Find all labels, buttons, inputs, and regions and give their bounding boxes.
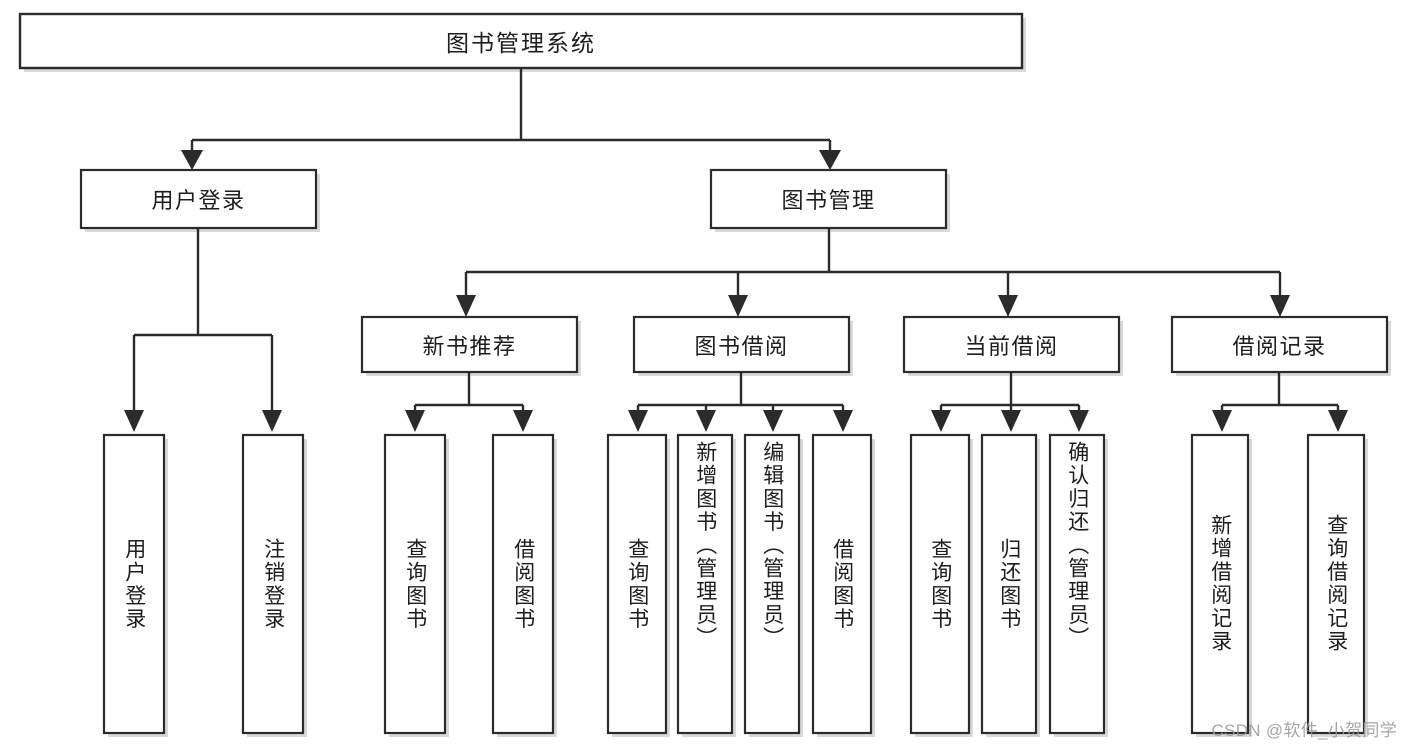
leaf-box[interactable]	[909, 433, 971, 735]
leaf-box[interactable]	[102, 433, 166, 735]
arrowhead-nbr-2	[513, 410, 533, 432]
arrowhead-nbr-1	[405, 410, 425, 432]
node-root-system[interactable]	[18, 12, 1026, 72]
new-book-recommend-box[interactable]	[360, 315, 579, 374]
arrowhead-level2-2	[819, 150, 841, 170]
arrowhead-bb-2	[696, 410, 716, 432]
leaf-borrow-record-1[interactable]	[1190, 433, 1252, 737]
leaf-user-login-2[interactable]	[241, 433, 307, 737]
arrowhead-bb-4	[833, 410, 853, 432]
arrowhead-bb-3	[763, 410, 783, 432]
arrowhead-level3-4	[1270, 295, 1290, 317]
leaf-borrow-record-2[interactable]	[1306, 433, 1368, 737]
leaf-current-borrow-2[interactable]	[980, 433, 1040, 737]
leaf-box[interactable]	[606, 433, 668, 735]
arrowhead-user-login-2	[262, 410, 282, 432]
leaf-box[interactable]	[491, 433, 555, 735]
arrowhead-cb-2	[1001, 410, 1021, 432]
arrowhead-user-login-1	[124, 410, 144, 432]
arrowhead-level3-2	[728, 295, 748, 317]
arrowhead-level3-3	[998, 295, 1018, 317]
user-login-box[interactable]	[79, 168, 318, 230]
leaf-new-book-recommend-1[interactable]	[383, 433, 449, 737]
arrowhead-bb-1	[628, 410, 648, 432]
root-box[interactable]	[18, 12, 1024, 70]
leaf-user-login-1[interactable]	[102, 433, 168, 737]
arrowhead-cb-1	[931, 410, 951, 432]
book-borrow-box[interactable]	[632, 315, 851, 374]
leaf-current-borrow-1[interactable]	[909, 433, 973, 737]
book-management-box[interactable]	[709, 168, 948, 230]
leaf-box[interactable]	[383, 433, 447, 735]
leaf-box[interactable]	[1190, 433, 1250, 735]
leaf-box[interactable]	[1306, 433, 1366, 735]
node-new-book-recommend[interactable]	[360, 315, 581, 376]
leaf-new-book-recommend-2[interactable]	[491, 433, 557, 737]
current-borrow-box[interactable]	[902, 315, 1121, 374]
leaf-box[interactable]	[676, 433, 734, 735]
leaf-box[interactable]	[811, 433, 873, 735]
leaf-box[interactable]	[241, 433, 305, 735]
leaf-current-borrow-3[interactable]	[1048, 433, 1108, 737]
arrowhead-br-2	[1328, 410, 1348, 432]
borrow-record-box[interactable]	[1170, 315, 1389, 374]
leaf-box[interactable]	[1048, 433, 1106, 735]
node-user-login[interactable]	[79, 168, 320, 232]
leaf-book-borrow-2[interactable]	[676, 433, 736, 737]
leaf-book-borrow-1[interactable]	[606, 433, 670, 737]
node-book-borrow[interactable]	[632, 315, 853, 376]
node-current-borrow[interactable]	[902, 315, 1123, 376]
arrowhead-br-1	[1212, 410, 1232, 432]
leaf-box[interactable]	[743, 433, 801, 735]
arrowhead-cb-3	[1069, 410, 1089, 432]
node-borrow-record[interactable]	[1170, 315, 1391, 376]
arrowhead-level2-1	[181, 150, 203, 170]
arrowhead-level3-1	[456, 295, 476, 317]
leaf-book-borrow-3[interactable]	[743, 433, 803, 737]
leaf-box[interactable]	[980, 433, 1038, 735]
leaf-book-borrow-4[interactable]	[811, 433, 875, 737]
watermark: CSDN @软件_小贺同学	[1211, 721, 1397, 740]
node-book-management[interactable]	[709, 168, 950, 232]
